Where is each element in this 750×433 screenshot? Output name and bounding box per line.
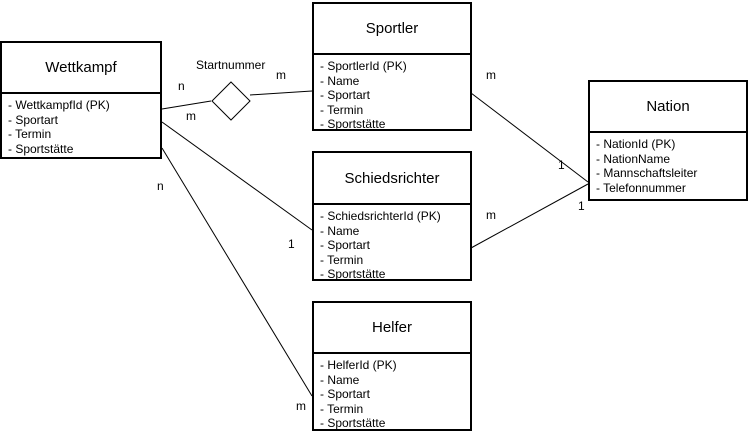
cardinality-label: m [296,399,306,413]
attribute: - Name [320,73,360,88]
attribute: - Name [320,223,360,238]
connector-sportler-nation [470,92,589,183]
connector-wettkampf-helfer [161,147,313,397]
attribute: - Name [320,372,360,387]
connector-wettkampf-startnummer [161,100,212,110]
attribute: - Telefonnummer [596,180,686,195]
attribute: - Sportart [320,387,371,402]
entity-title: Schiedsrichter [314,153,470,205]
entity-helfer: Helfer - HelferId (PK) - Name - Sportart… [312,301,472,431]
attribute: - SchiedsrichterId (PK) [320,209,441,223]
attribute: - Termin [320,102,364,117]
entity-sportler: Sportler - SportlerId (PK) - Name - Spor… [312,2,472,131]
entity-nation: Nation - NationId (PK) - NationName - Ma… [588,80,748,201]
attribute: - Termin [320,401,364,416]
relationship-diamond-startnummer [211,81,251,121]
cardinality-label: m [486,208,496,222]
attribute: - NationName [596,151,671,166]
attribute-list: - NationId (PK) - NationName - Mannschaf… [590,133,746,195]
attribute: - Sportstätte [8,141,74,156]
entity-title: Wettkampf [2,43,160,94]
connector-startnummer-sportler [249,90,313,96]
connector-wettkampf-schiedsrichter [161,121,313,231]
attribute: - Mannschaftsleiter [596,166,698,181]
attribute: - NationId (PK) [596,137,676,151]
attribute: - Sportart [320,88,371,103]
attribute: - Termin [320,252,364,267]
attribute: - Sportart [320,238,371,253]
entity-schiedsrichter: Schiedsrichter - SchiedsrichterId (PK) -… [312,151,472,281]
entity-title: Nation [590,82,746,133]
connector-schiedsrichter-nation [470,183,589,249]
attribute: - Sportstätte [320,267,386,282]
cardinality-label: n [178,79,185,93]
attribute: - Sportstätte [320,416,386,431]
attribute: - Sportstätte [320,117,386,132]
cardinality-label: m [186,109,196,123]
attribute: - Termin [8,127,52,142]
cardinality-label: n [157,179,164,193]
entity-wettkampf: Wettkampf - WettkampfId (PK) - Sportart … [0,41,162,159]
attribute: - HelferId (PK) [320,358,397,372]
attribute-list: - SportlerId (PK) - Name - Sportart - Te… [314,55,470,132]
relationship-label-startnummer: Startnummer [196,58,266,72]
entity-title: Helfer [314,303,470,354]
cardinality-label: 1 [288,237,295,251]
attribute-list: - SchiedsrichterId (PK) - Name - Sportar… [314,205,470,282]
cardinality-label: m [486,68,496,82]
cardinality-label: 1 [578,199,585,213]
entity-title: Sportler [314,4,470,55]
cardinality-label: 1 [558,158,565,172]
cardinality-label: m [276,68,286,82]
attribute-list: - WettkampfId (PK) - Sportart - Termin -… [2,94,160,156]
attribute: - WettkampfId (PK) [8,98,110,112]
attribute: - Sportart [8,112,59,127]
attribute: - SportlerId (PK) [320,59,407,73]
attribute-list: - HelferId (PK) - Name - Sportart - Term… [314,354,470,431]
